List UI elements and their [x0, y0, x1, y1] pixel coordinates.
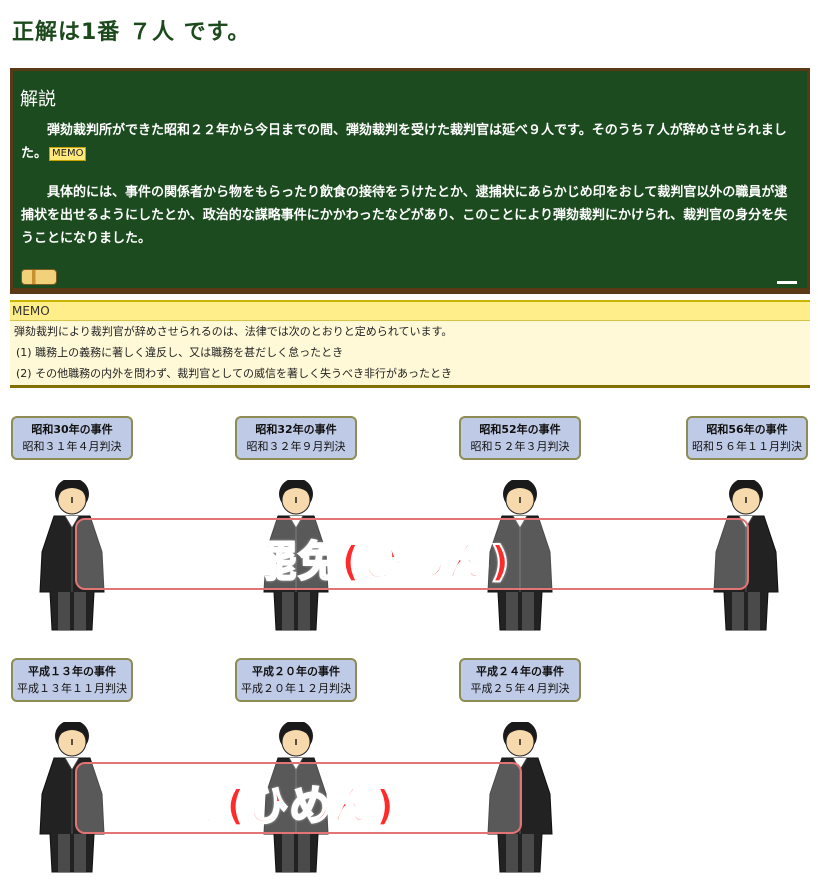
answer-heading: 正解は1番 ７人 です。 — [12, 20, 251, 45]
case-label: 平成２４年の事件 平成２５年４月判決 — [459, 658, 581, 702]
case-label: 昭和30年の事件 昭和３１年４月判決 — [11, 416, 133, 460]
explanation-text-1: 弾劾裁判所ができた昭和２２年から今日までの間、弾劾裁判を受けた裁判官は延べ９人で… — [21, 123, 787, 161]
case-title: 平成１３年の事件 — [28, 665, 116, 678]
chalk-icon — [777, 281, 797, 284]
cases-area: 昭和30年の事件 昭和３１年４月判決 昭和32年の事件 昭和３２年９月判決 昭和… — [0, 400, 818, 891]
memo-item-1: (1) 職務上の義務に著しく違反し、又は職務を甚だしく怠ったとき — [16, 346, 344, 359]
case-label: 昭和56年の事件 昭和５６年１１月判決 — [686, 416, 808, 460]
memo-panel: MEMO 弾劾裁判により裁判官が辞めさせられるのは、法律では次のとおりと定められ… — [10, 300, 810, 388]
case-label: 平成２０年の事件 平成２０年１２月判決 — [235, 658, 357, 702]
case-verdict: 昭和５２年３月判決 — [470, 440, 570, 453]
board-title: 解説 — [20, 89, 56, 110]
memo-item-2: (2) その他職務の内外を問わず、裁判官としての威信を著しく失うべき非行があった… — [16, 367, 452, 380]
chalkboard: 解説 弾劾裁判所ができた昭和２２年から今日までの間、弾劾裁判を受けた裁判官は延べ… — [10, 68, 810, 294]
case-verdict: 昭和３２年９月判決 — [246, 440, 346, 453]
dismissal-stamp: 罷免(ひめん) — [139, 780, 396, 831]
case-verdict: 昭和５６年１１月判決 — [692, 440, 802, 453]
eraser-icon — [21, 269, 57, 285]
case-title: 昭和56年の事件 — [706, 423, 788, 436]
case-verdict: 平成２０年１２月判決 — [241, 682, 351, 695]
memo-header: MEMO — [10, 302, 810, 321]
case-title: 昭和52年の事件 — [479, 423, 561, 436]
case-label: 平成１３年の事件 平成１３年１１月判決 — [11, 658, 133, 702]
case-title: 平成２０年の事件 — [252, 665, 340, 678]
case-verdict: 平成２５年４月判決 — [470, 682, 570, 695]
case-title: 平成２４年の事件 — [476, 665, 564, 678]
case-label: 昭和32年の事件 昭和３２年９月判決 — [235, 416, 357, 460]
memo-button[interactable]: MEMO — [49, 147, 87, 161]
case-verdict: 平成１３年１１月判決 — [17, 682, 127, 695]
dismissal-band — [75, 762, 522, 834]
case-verdict: 昭和３１年４月判決 — [22, 440, 122, 453]
explanation-paragraph-1: 弾劾裁判所ができた昭和２２年から今日までの間、弾劾裁判を受けた裁判官は延べ９人で… — [21, 119, 799, 165]
dismissal-band — [75, 518, 749, 590]
case-title: 昭和30年の事件 — [31, 423, 113, 436]
case-title: 昭和32年の事件 — [255, 423, 337, 436]
explanation-paragraph-2: 具体的には、事件の関係者から物をもらったり飲食の接待をうけたとか、逮捕状にあらか… — [21, 185, 788, 246]
memo-intro: 弾劾裁判により裁判官が辞めさせられるのは、法律では次のとおりと定められています。 — [14, 325, 453, 338]
dismissal-stamp: 罷免(ひめん) — [254, 536, 511, 587]
case-label: 昭和52年の事件 昭和５２年３月判決 — [459, 416, 581, 460]
